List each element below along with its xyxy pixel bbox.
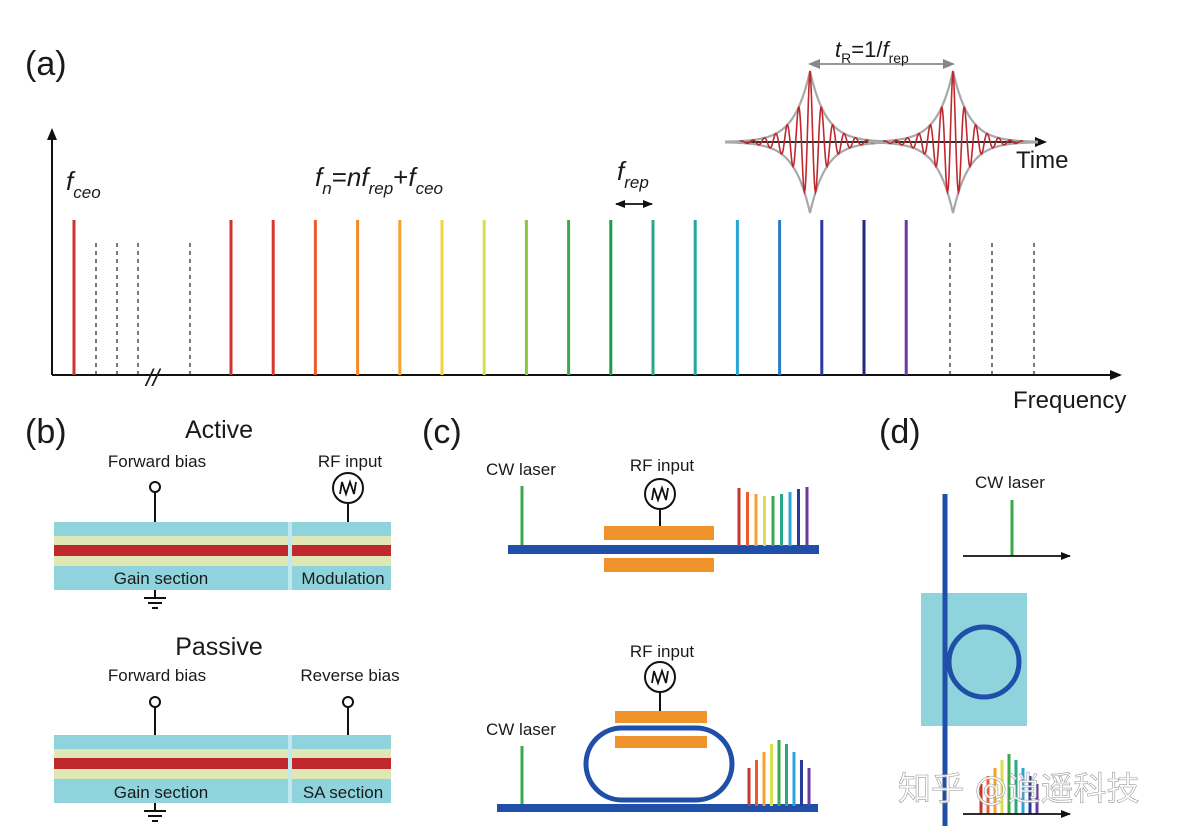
passive-title: Passive xyxy=(175,633,263,661)
passive-laser: Passive Forward bias Reverse bias Gain s… xyxy=(54,633,400,822)
section-divider xyxy=(288,522,292,590)
comb-lines xyxy=(229,220,908,375)
passive-reverse-bias-label: Reverse bias xyxy=(300,666,399,685)
panel-c-label: (c) xyxy=(422,413,462,451)
pulse-envelope xyxy=(724,141,896,214)
panel-b: (b) Active Forward bias RF input Gain se… xyxy=(25,413,400,822)
bottom-electrode xyxy=(604,558,714,572)
top-rf-input-label: RF input xyxy=(630,456,695,475)
panel-a: (a) Frequency // fceo fn=nfrep+fceo f xyxy=(25,37,1126,414)
axis-break-mark: // xyxy=(144,365,162,392)
bus-waveguide xyxy=(497,804,818,812)
passive-sa-section-label: SA section xyxy=(303,783,383,802)
fceo-label: fceo xyxy=(66,166,101,202)
top-cw-laser-label: CW laser xyxy=(486,460,556,479)
rf-wave-icon xyxy=(339,479,357,497)
panel-d: (d) CW laser xyxy=(879,413,1071,826)
panel-b-label: (b) xyxy=(25,413,67,451)
racetrack-resonator xyxy=(583,725,735,803)
active-forward-bias-label: Forward bias xyxy=(108,452,206,471)
top-electrode xyxy=(604,526,714,540)
pulse-train-inset: Time tR=1/frep xyxy=(724,37,1068,214)
output-comb-top xyxy=(737,487,809,546)
pulse-envelope xyxy=(867,70,1039,143)
active-modulation-label: Modulation xyxy=(301,569,384,588)
bottom-cw-laser-label: CW laser xyxy=(486,720,556,739)
pulse-envelope xyxy=(867,141,1039,214)
panel-a-label: (a) xyxy=(25,45,67,83)
active-laser: Active Forward bias RF input Gain sectio… xyxy=(54,416,391,609)
output-comb-bottom xyxy=(747,740,811,806)
straight-waveguide xyxy=(508,545,819,554)
panel-c: (c) CW laser RF input RF input CW laser xyxy=(422,413,819,812)
comb-formula: fn=nfrep+fceo xyxy=(315,162,443,198)
period-label: tR=1/frep xyxy=(835,37,909,66)
forward-bias-terminal xyxy=(149,696,161,708)
bottom-rf-input-label: RF input xyxy=(630,642,695,661)
forward-bias-terminal xyxy=(149,481,161,493)
active-title: Active xyxy=(185,416,253,444)
frequency-axis-label: Frequency xyxy=(1013,387,1126,414)
d-cw-laser-label: CW laser xyxy=(975,473,1045,492)
pulses xyxy=(724,70,1039,214)
ground-icon xyxy=(144,803,166,822)
eo-modulator: CW laser RF input xyxy=(486,456,819,572)
frep-label: frep xyxy=(617,156,649,192)
d-microring xyxy=(946,624,1022,700)
pulse-envelope xyxy=(724,70,896,143)
active-gain-layer xyxy=(54,545,391,556)
d-chip-region xyxy=(921,593,1027,726)
active-rf-input-label: RF input xyxy=(318,452,383,471)
section-divider xyxy=(288,735,292,803)
rf-wave-icon xyxy=(651,668,669,686)
passive-gain-section-label: Gain section xyxy=(114,783,209,802)
panel-d-label: (d) xyxy=(879,413,921,451)
ground-icon xyxy=(144,590,166,609)
d-output-comb xyxy=(979,754,1039,814)
ring-eo-comb: RF input CW laser xyxy=(486,642,818,812)
reverse-bias-terminal xyxy=(342,696,354,708)
time-axis-label: Time xyxy=(1016,147,1068,174)
passive-gain-layer xyxy=(54,758,391,769)
active-gain-section-label: Gain section xyxy=(114,569,209,588)
rf-wave-icon xyxy=(651,485,669,503)
ring-electrode-bottom xyxy=(615,736,707,748)
pulse-carrier xyxy=(882,70,1024,196)
dashed-left-lines xyxy=(95,243,191,375)
passive-forward-bias-label: Forward bias xyxy=(108,666,206,685)
pulse-carrier xyxy=(739,70,881,196)
ring-electrode-top xyxy=(615,711,707,723)
dashed-right-lines xyxy=(949,243,1035,375)
watermark: 知乎 @逍遥科技 xyxy=(898,769,1140,808)
